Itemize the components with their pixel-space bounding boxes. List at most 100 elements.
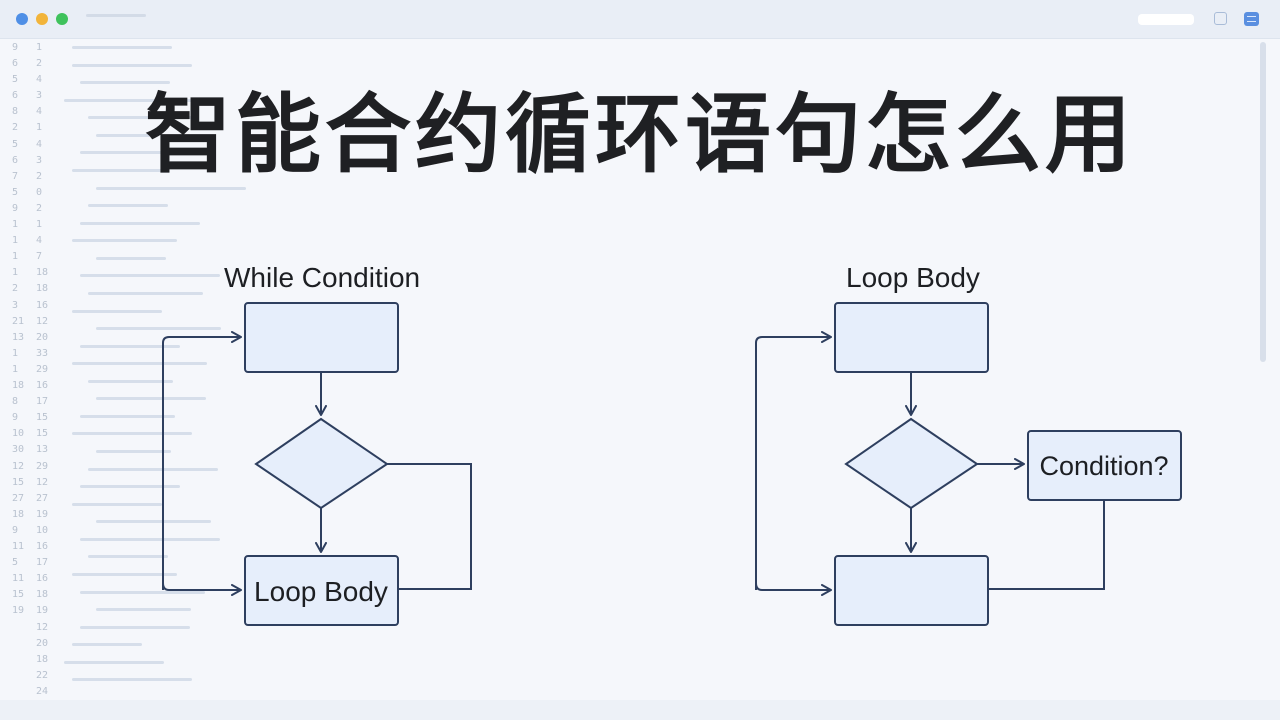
code-line-placeholder [80, 414, 175, 418]
code-line-placeholder [80, 81, 170, 85]
code-line-placeholder [96, 608, 191, 612]
right-condition-label: Condition? [1039, 451, 1168, 481]
line-number: 9 [12, 524, 19, 536]
line-number: 8 [12, 396, 19, 408]
settings-icon[interactable] [1214, 12, 1227, 25]
line-number: 19 [36, 605, 49, 617]
line-number: 4 [36, 235, 43, 247]
toolbar-pill[interactable] [1138, 14, 1194, 25]
line-number: 18 [12, 380, 25, 392]
left-diamond-exit-line [387, 463, 472, 590]
line-number: 7 [36, 251, 43, 263]
title-bar [0, 0, 1280, 39]
line-number: 12 [36, 621, 49, 633]
line-number: 15 [36, 412, 49, 424]
line-number: 1 [12, 219, 19, 231]
window-maximize-button[interactable] [56, 13, 68, 25]
line-number: 13 [36, 444, 49, 456]
line-number: 6 [12, 90, 19, 102]
window-minimize-button[interactable] [36, 13, 48, 25]
line-number: 1 [12, 347, 19, 359]
line-number: 29 [36, 460, 49, 472]
line-number: 1 [12, 235, 19, 247]
line-number: 15 [12, 589, 25, 601]
line-number: 16 [36, 573, 49, 585]
line-number: 16 [36, 380, 49, 392]
line-number: 17 [36, 557, 49, 569]
line-number: 18 [36, 653, 49, 665]
line-number: 15 [12, 476, 25, 488]
line-number: 16 [36, 299, 49, 311]
code-line-placeholder [96, 133, 156, 137]
code-line-placeholder [88, 555, 168, 559]
left-loop-body-label: Loop Body [254, 576, 388, 607]
line-number: 18 [36, 589, 49, 601]
left-loop-back-arrow-top [162, 331, 242, 590]
code-line-placeholder [72, 432, 192, 436]
line-number: 10 [36, 524, 49, 536]
line-number: 20 [36, 331, 49, 343]
line-number: 9 [12, 412, 19, 424]
layout-icon[interactable] [1244, 12, 1259, 26]
line-number: 30 [12, 444, 25, 456]
right-bottom-box [834, 555, 989, 626]
line-number: 4 [36, 138, 43, 150]
line-number: 27 [12, 492, 25, 504]
line-number: 19 [12, 605, 25, 617]
left-condition-box [244, 302, 399, 373]
code-line-placeholder [88, 204, 168, 208]
line-number: 3 [36, 154, 43, 166]
right-decision-diamond [844, 417, 979, 510]
line-number: 3 [12, 299, 19, 311]
line-number: 24 [36, 685, 49, 697]
line-number: 6 [12, 154, 19, 166]
line-number: 2 [36, 202, 43, 214]
line-number: 2 [36, 58, 43, 70]
code-line-placeholder [72, 309, 162, 313]
code-line-placeholder [64, 660, 164, 664]
line-number: 2 [12, 283, 19, 295]
window-close-button[interactable] [16, 13, 28, 25]
line-number: 0 [36, 186, 43, 198]
code-line-placeholder [72, 643, 142, 647]
code-line-placeholder [88, 379, 173, 383]
line-number: 21 [12, 315, 25, 327]
line-number: 17 [36, 396, 49, 408]
line-number: 27 [36, 492, 49, 504]
line-number: 19 [36, 508, 49, 520]
code-line-placeholder [96, 520, 211, 524]
line-number: 5 [12, 74, 19, 86]
line-number: 3 [36, 90, 43, 102]
status-bar [0, 700, 1280, 720]
line-number: 15 [36, 428, 49, 440]
line-number: 16 [36, 541, 49, 553]
line-number: 12 [36, 476, 49, 488]
line-number: 9 [12, 42, 19, 53]
line-number: 1 [36, 122, 43, 134]
line-number: 7 [12, 170, 19, 182]
code-line-placeholder [80, 221, 200, 225]
line-number: 13 [12, 331, 25, 343]
line-number: 18 [36, 267, 49, 279]
code-line-placeholder [80, 344, 180, 348]
scrollbar-thumb[interactable] [1260, 42, 1266, 362]
right-diagram-heading: Loop Body [846, 262, 980, 293]
line-number: 8 [12, 106, 19, 118]
code-line-placeholder [96, 186, 246, 190]
code-line-placeholder [72, 573, 177, 577]
line-number: 12 [36, 315, 49, 327]
code-line-placeholder [96, 327, 221, 331]
page-title: 智能合约循环语句怎么用 [145, 85, 1135, 185]
line-number: 5 [12, 557, 19, 569]
code-line-placeholder [88, 291, 203, 295]
line-number: 5 [12, 138, 19, 150]
line-number: 2 [36, 170, 43, 182]
line-number: 33 [36, 347, 49, 359]
line-number: 11 [12, 573, 25, 585]
code-line-placeholder [72, 46, 172, 49]
line-number: 4 [36, 74, 43, 86]
code-line-placeholder [80, 537, 220, 541]
